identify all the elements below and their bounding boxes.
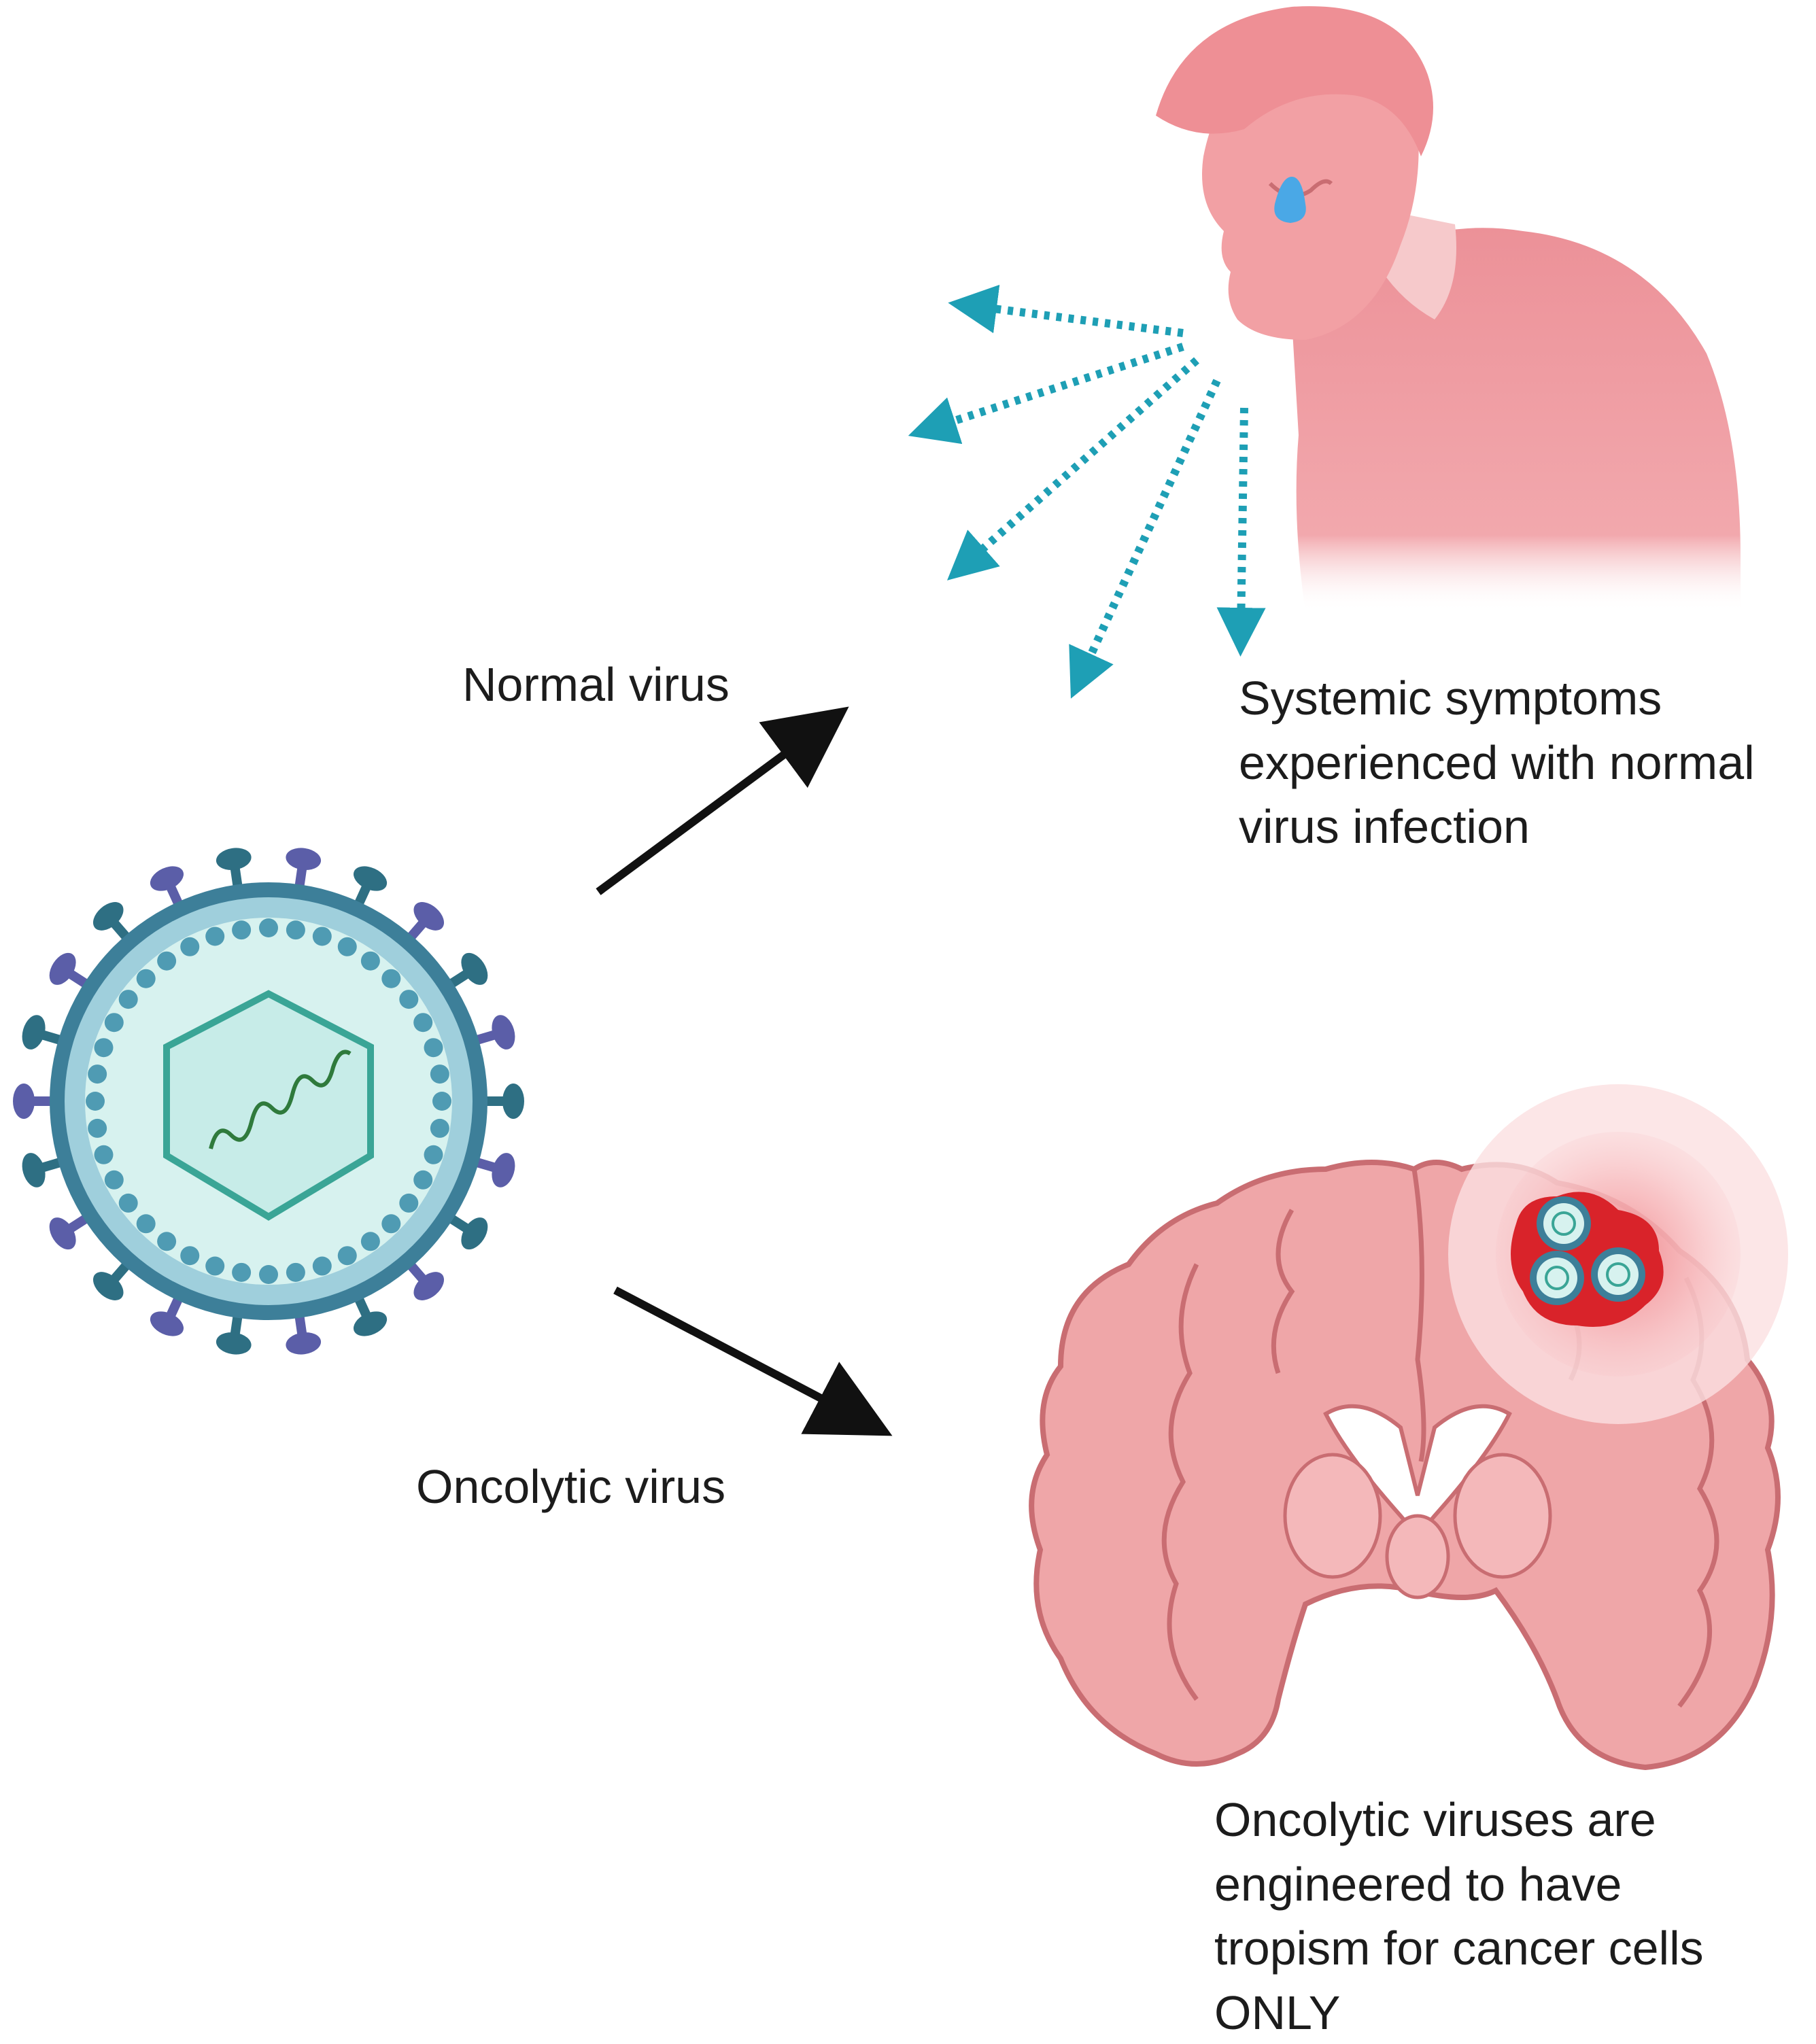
virus-spike-head: [461, 952, 488, 985]
matrix-bead: [337, 937, 357, 956]
genome-icon: [209, 1050, 352, 1149]
virus-spike-head: [22, 1015, 46, 1050]
virus-spike-head: [286, 1332, 322, 1355]
matrix-bead: [413, 1170, 433, 1190]
brain-cortex-fold-left: [1161, 1263, 1199, 1701]
virus-spike-head: [413, 1272, 445, 1300]
matrix-bead: [205, 1256, 225, 1276]
small-virus-icon: [1537, 1196, 1591, 1251]
matrix-bead: [94, 1145, 114, 1164]
matrix-bead: [157, 1232, 177, 1251]
matrix-bead: [232, 920, 252, 940]
matrix-bead: [232, 1262, 252, 1282]
matrix-bead: [430, 1118, 449, 1138]
person-torso: [1292, 228, 1741, 612]
oncolytic-virus-particles: [1530, 1196, 1645, 1305]
matrix-bead: [94, 1038, 114, 1058]
small-virus-icon: [1591, 1247, 1645, 1302]
matrix-bead: [424, 1145, 443, 1164]
normal-virus-label: Normal virus: [462, 658, 730, 711]
tropism-caption: Oncolytic viruses are engineered to have…: [1214, 1793, 1704, 2039]
virus-icon: [13, 848, 524, 1355]
sneeze-spray: [908, 284, 1266, 699]
arrow-to-tumor: [613, 1286, 893, 1436]
matrix-bead: [205, 926, 225, 946]
virus-spike-head: [13, 1084, 35, 1119]
small-virus-icon: [1530, 1251, 1584, 1305]
matrix-bead: [180, 937, 200, 956]
systemic-symptoms-caption: Systemic symptoms experienced with norma…: [1239, 672, 1755, 853]
matrix-bead: [180, 1246, 200, 1266]
matrix-bead: [312, 1256, 332, 1276]
virus-spike-head: [49, 1217, 76, 1250]
matrix-bead: [104, 1170, 124, 1190]
virus-matrix-beads: [86, 918, 451, 1284]
matrix-bead: [360, 951, 380, 971]
virus-spike-head: [353, 866, 388, 891]
virus-spike-head: [216, 848, 252, 870]
matrix-bead: [286, 920, 305, 940]
matrix-bead: [399, 990, 419, 1009]
virus-spike-head: [150, 1311, 184, 1336]
oncolytic-virus-label: Oncolytic virus: [416, 1460, 726, 1513]
tear-icon: [1274, 177, 1306, 223]
tumor-icon: [1448, 1084, 1788, 1424]
matrix-bead: [259, 918, 278, 937]
matrix-bead: [381, 969, 401, 988]
matrix-bead: [118, 990, 138, 1009]
matrix-bead: [286, 1262, 305, 1282]
matrix-bead: [312, 926, 332, 946]
matrix-bead: [337, 1246, 357, 1266]
matrix-bead: [413, 1013, 433, 1033]
matrix-bead: [360, 1232, 380, 1251]
matrix-bead: [259, 1265, 278, 1284]
thalamus: [1385, 1514, 1450, 1599]
matrix-bead: [86, 1092, 105, 1111]
matrix-bead: [432, 1092, 451, 1111]
virus-spike-head: [492, 1153, 515, 1188]
virus-spike-head: [286, 848, 322, 870]
matrix-bead: [88, 1118, 107, 1138]
longitudinal-fissure: [1411, 1168, 1426, 1462]
person-hair: [1156, 6, 1433, 156]
virus-spike-head: [216, 1332, 252, 1355]
matrix-bead: [136, 969, 156, 988]
virus-spikes: [13, 848, 524, 1355]
matrix-bead: [157, 951, 177, 971]
basal-ganglia-left: [1283, 1453, 1382, 1579]
virus-spike-head: [92, 1272, 124, 1300]
virus-spike-head: [92, 902, 124, 931]
matrix-bead: [136, 1214, 156, 1234]
virus-spike-head: [502, 1084, 524, 1119]
virus-spike-head: [22, 1153, 46, 1188]
matrix-bead: [399, 1193, 419, 1213]
virus-spike-head: [413, 902, 445, 931]
virus-spike-head: [492, 1015, 515, 1050]
basal-ganglia-right: [1453, 1453, 1552, 1579]
matrix-bead: [430, 1064, 449, 1084]
sick-person-icon: [1156, 6, 1741, 612]
virus-spike-head: [461, 1217, 488, 1250]
arrow-to-normal-infection: [596, 706, 849, 895]
matrix-bead: [424, 1038, 443, 1058]
virus-spike-head: [150, 866, 184, 891]
virus-spike-head: [353, 1311, 388, 1336]
matrix-bead: [104, 1013, 124, 1033]
matrix-bead: [88, 1064, 107, 1084]
matrix-bead: [118, 1193, 138, 1213]
virus-spike-head: [49, 952, 76, 985]
matrix-bead: [381, 1214, 401, 1234]
